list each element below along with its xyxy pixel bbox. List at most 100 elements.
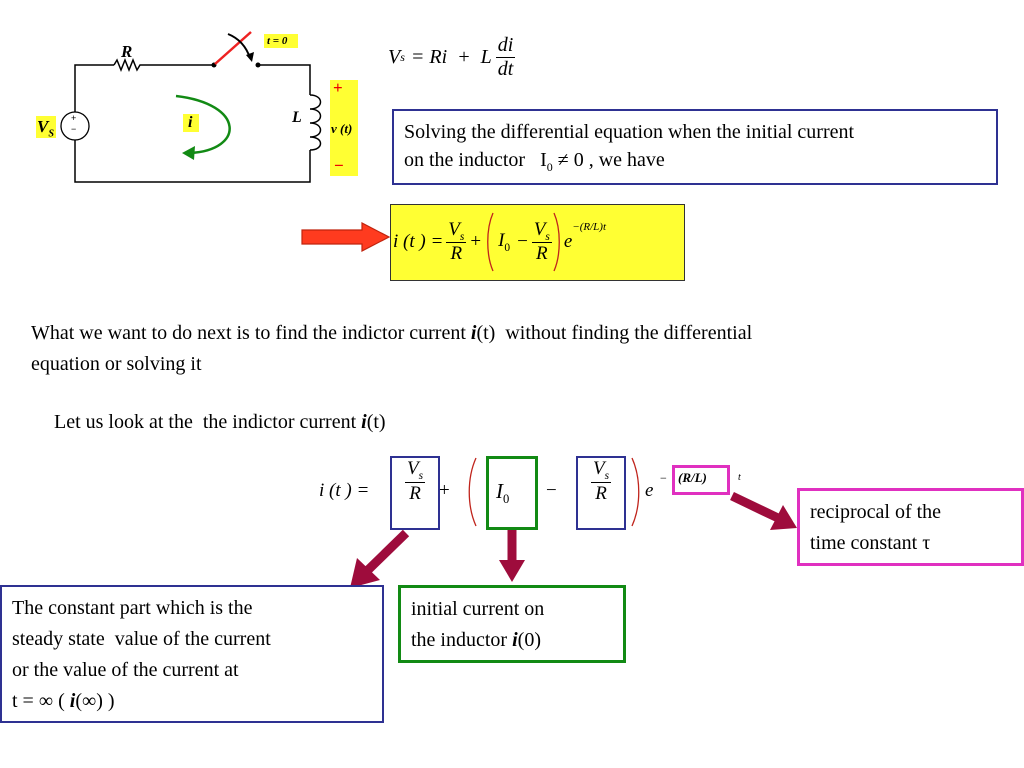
eq2-frac1: Vs R: [390, 458, 440, 505]
eq-top-fraction: di dt: [495, 34, 516, 81]
solving-line2a: on the inductor I: [404, 149, 547, 171]
current-arrow: [175, 94, 231, 155]
sol-e: e: [563, 231, 573, 252]
steady-line4: t = ∞ ( i(∞) ): [12, 686, 372, 717]
source-minus: −: [71, 124, 77, 134]
eq-top-vsub: s: [400, 50, 405, 64]
recip-line2: time constant τ: [810, 532, 931, 554]
inductor-label: L: [292, 109, 302, 126]
eq2-frac2-bar: [590, 481, 612, 483]
eq2-eminus: −: [660, 471, 667, 485]
steady-state-callout: The constant part which is the steady st…: [0, 585, 384, 723]
sol-frac1-bar: [446, 242, 467, 244]
source-label: VS: [37, 116, 54, 145]
eq2-v2-sub: s: [604, 469, 610, 482]
initial-line2: the inductor i(0): [411, 625, 613, 656]
para2-text-a: Let us look at the the indictor current: [54, 411, 362, 433]
initial-line2b: (0): [517, 629, 541, 651]
eq2-plus: +: [439, 480, 450, 501]
sol-frac1: Vs R: [446, 218, 467, 266]
solving-line2b: ≠ 0 , we have: [552, 149, 665, 171]
eq2-lparen: [468, 457, 477, 527]
sol-v1-sub: s: [459, 230, 465, 243]
initial-line2a: the inductor: [411, 629, 513, 651]
eq2-frac1-num: Vs: [405, 458, 425, 482]
eq2-v1: V: [406, 458, 419, 479]
eq2-i: I: [496, 479, 503, 503]
para1-text-b: (t) without finding the differential: [476, 322, 753, 344]
sol-v1: V: [448, 218, 460, 240]
sol-plus: +: [470, 231, 482, 252]
current-label: i: [188, 114, 193, 131]
eq2-frac1-inner: Vs R: [404, 458, 426, 505]
recip-line1: reciprocal of the: [810, 501, 942, 523]
eq2-i0-box: [486, 456, 538, 530]
sol-rparen: [553, 212, 560, 272]
eq2-e: e: [645, 480, 654, 501]
sol-lparen: [487, 212, 494, 272]
eq-top-den: dt: [497, 58, 514, 80]
eq2-i-sub: 0: [503, 492, 510, 507]
sol-minus: −: [517, 231, 528, 252]
solving-box: Solving the differential equation when t…: [392, 109, 998, 185]
para1-line2: equation or solving it: [31, 353, 202, 375]
steady-line3: or the value of the current at: [12, 659, 239, 681]
v-label: v (t): [331, 121, 353, 136]
current-label-bg: [183, 114, 199, 132]
initial-current-callout: initial current on the inductor i(0): [398, 585, 626, 663]
solution-equation: i (t ) = Vs R + I0 − Vs R e −(R/L)t: [393, 209, 606, 275]
switch: [211, 31, 261, 68]
source-label-v: V: [37, 117, 49, 136]
eq2-frac2-den: R: [595, 482, 607, 504]
steady-line4b: (∞) ): [75, 690, 115, 712]
eq2-frac2-inner: Vs R: [590, 458, 612, 505]
sol-i0: I0: [498, 230, 510, 254]
para2-i: i: [361, 411, 367, 433]
steady-line4i: i: [69, 690, 76, 712]
reciprocal-callout: reciprocal of the time constant τ: [797, 488, 1024, 566]
initial-line2i: i: [512, 629, 518, 651]
eq2-minus: −: [546, 480, 557, 501]
current-arrowhead: [182, 146, 195, 160]
para1-line1: What we want to do next is to find the i…: [31, 318, 1011, 349]
voltage-label-bg: [330, 80, 358, 176]
eq2-rparen: [631, 457, 640, 527]
source-label-sub: S: [48, 128, 55, 140]
para2-text-b: (t): [366, 411, 386, 433]
eq-top-body: = Ri + L: [410, 46, 492, 68]
sol-i-sub: 0: [504, 241, 511, 254]
paragraph-2: Let us look at the the indictor current …: [54, 407, 386, 438]
para1-i: i: [470, 322, 477, 344]
eq2-vs-r-box-2: [576, 456, 626, 530]
eq2-frac1-bar: [404, 481, 426, 483]
eq2-v2: V: [592, 458, 605, 479]
arrow-to-recip: [730, 491, 797, 530]
solving-line2: on the inductor I0 ≠ 0 , we have: [404, 145, 986, 183]
sol-v2: V: [533, 218, 546, 240]
sol-i: I: [498, 230, 505, 252]
source-label-bg: [36, 116, 56, 138]
eq2-t: t: [738, 472, 741, 483]
steady-line1: The constant part which is the: [12, 597, 253, 619]
initial-line1: initial current on: [411, 598, 545, 620]
eq2-v1-sub: s: [418, 469, 424, 482]
red-arrow: [301, 222, 391, 252]
sol-frac1-den: R: [450, 243, 463, 265]
eq2-lhs: i (t ) =: [319, 480, 370, 501]
eq2-i0: I0: [496, 479, 509, 507]
solving-line1: Solving the differential equation when t…: [404, 121, 855, 143]
sol-frac2-num: Vs: [532, 219, 552, 243]
eq-top-v: V: [388, 46, 401, 68]
eq2-rl: (R/L): [678, 470, 707, 485]
paragraph-1: What we want to do next is to find the i…: [31, 318, 1011, 380]
voltage-source: [60, 111, 90, 141]
eq2-rl-box: [672, 465, 730, 495]
sol-frac2-bar: [531, 242, 552, 244]
steady-line4a: t = ∞ (: [12, 690, 70, 712]
source-plus: +: [71, 113, 77, 123]
sol-frac2-den: R: [536, 243, 548, 265]
eq-top-num: di: [497, 34, 514, 56]
arrow-to-steady: [350, 529, 410, 588]
